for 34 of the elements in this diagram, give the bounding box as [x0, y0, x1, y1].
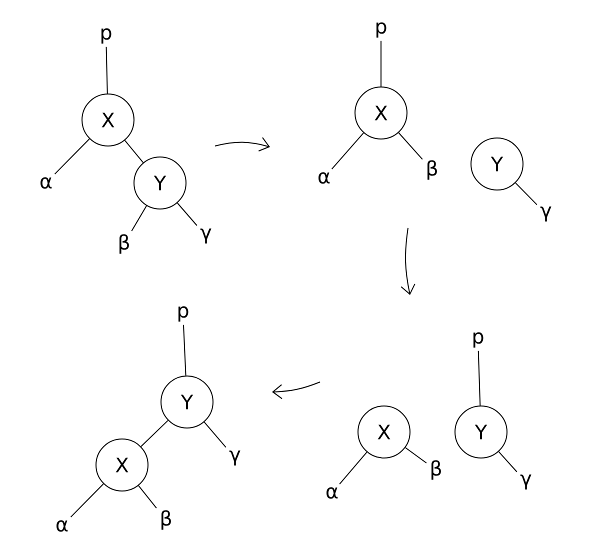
- tree-edge: [380, 40, 382, 87]
- node-label: β: [162, 510, 171, 530]
- tree-edge: [106, 46, 108, 94]
- node-label: p: [101, 28, 112, 44]
- node-label: γ: [520, 474, 532, 490]
- node-label: α: [326, 487, 338, 499]
- tree-edge: [498, 451, 518, 472]
- tree-edge: [124, 140, 144, 164]
- tree-edge: [398, 132, 423, 160]
- tree-edge: [138, 485, 157, 508]
- node-label: γ: [540, 206, 552, 222]
- node-label: α: [318, 172, 330, 184]
- tree-edge: [515, 182, 538, 206]
- tree-edge: [204, 422, 226, 448]
- node-label: p: [376, 22, 386, 38]
- tree-edge: [131, 205, 148, 232]
- tree-edge: [331, 132, 364, 170]
- node-label: α: [40, 177, 52, 189]
- tree-edge: [339, 452, 368, 485]
- tree-edge: [140, 420, 168, 448]
- node-label: β: [432, 460, 441, 480]
- tree-edge: [176, 202, 198, 226]
- node-label: p: [473, 332, 484, 348]
- node-label: α: [56, 520, 68, 532]
- node-label: β: [428, 160, 437, 180]
- tree-edge: [70, 483, 104, 518]
- tree-edge: [404, 447, 427, 464]
- tree-edge: [54, 138, 90, 175]
- node-label: γ: [200, 228, 212, 244]
- tree-edge: [478, 350, 481, 406]
- node-label: β: [120, 234, 129, 254]
- tree-edge: [183, 324, 186, 376]
- node-label: γ: [229, 450, 240, 466]
- node-label: p: [178, 306, 188, 322]
